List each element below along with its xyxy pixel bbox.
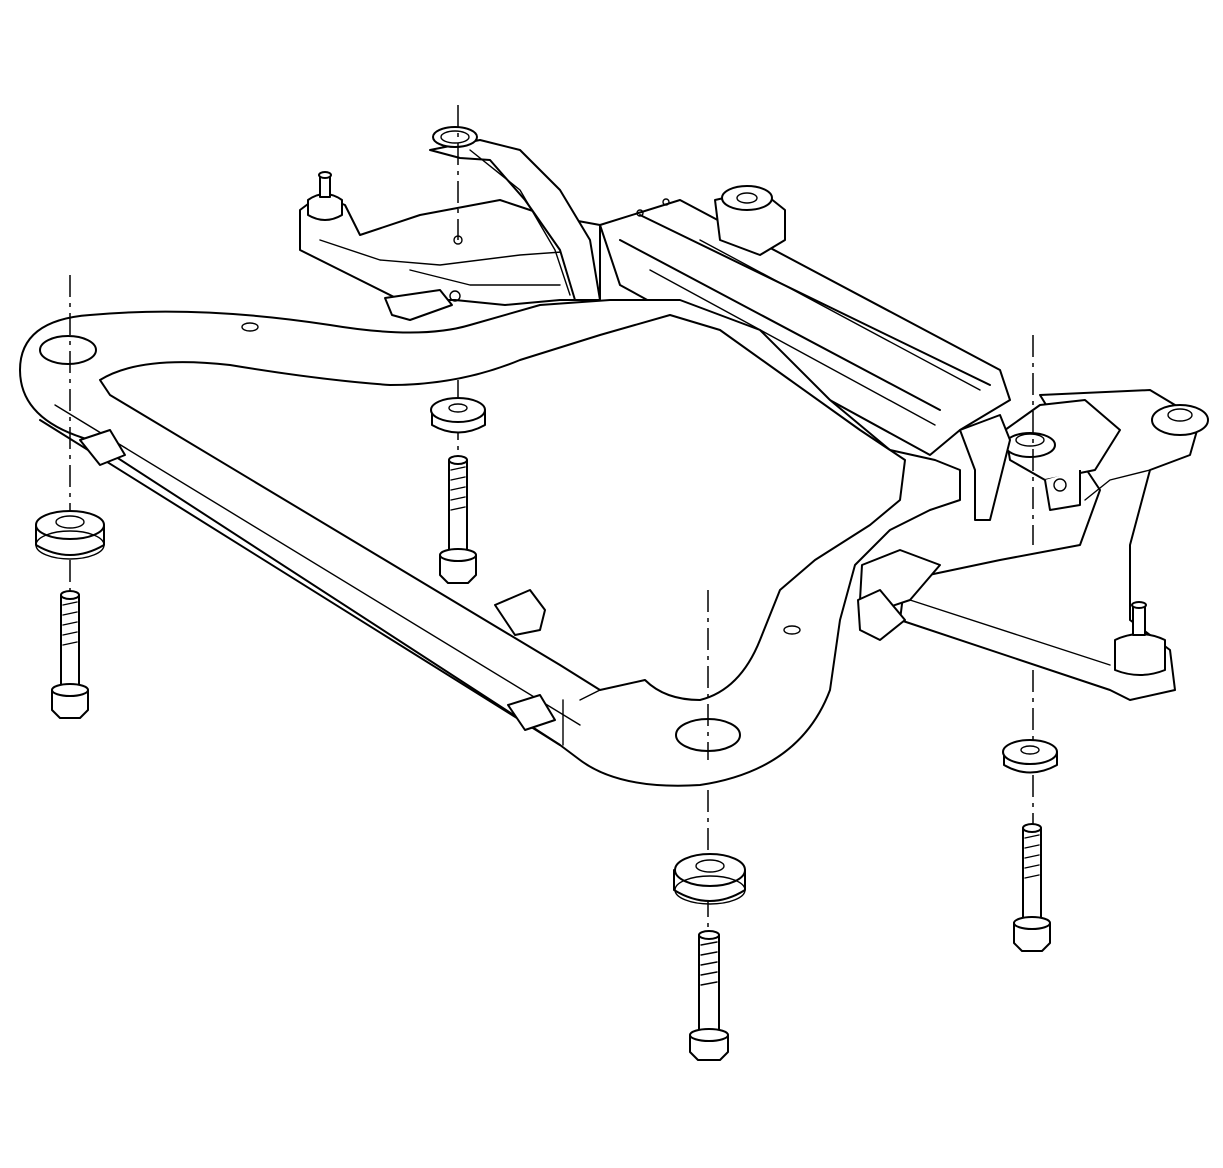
rear-left-control-arm <box>299 171 601 321</box>
rear-link-arm <box>429 126 601 301</box>
frame-bolt-left-rear <box>439 455 477 584</box>
mount-insulator-right-rear <box>1002 739 1058 774</box>
mount-insulator-left-rear <box>430 397 486 434</box>
alignment-center-lines <box>69 105 1034 940</box>
mount-insulator-right-front <box>673 853 746 905</box>
frame-bolt-right-rear <box>1013 823 1051 952</box>
frame-bolt-right-front <box>689 930 729 1061</box>
rear-right-bushing-mount <box>714 185 786 256</box>
frame-bolt-left-front <box>51 590 89 719</box>
rear-right-control-arm <box>899 389 1209 701</box>
frame <box>19 299 961 787</box>
mount-insulator-left-front <box>35 510 105 560</box>
